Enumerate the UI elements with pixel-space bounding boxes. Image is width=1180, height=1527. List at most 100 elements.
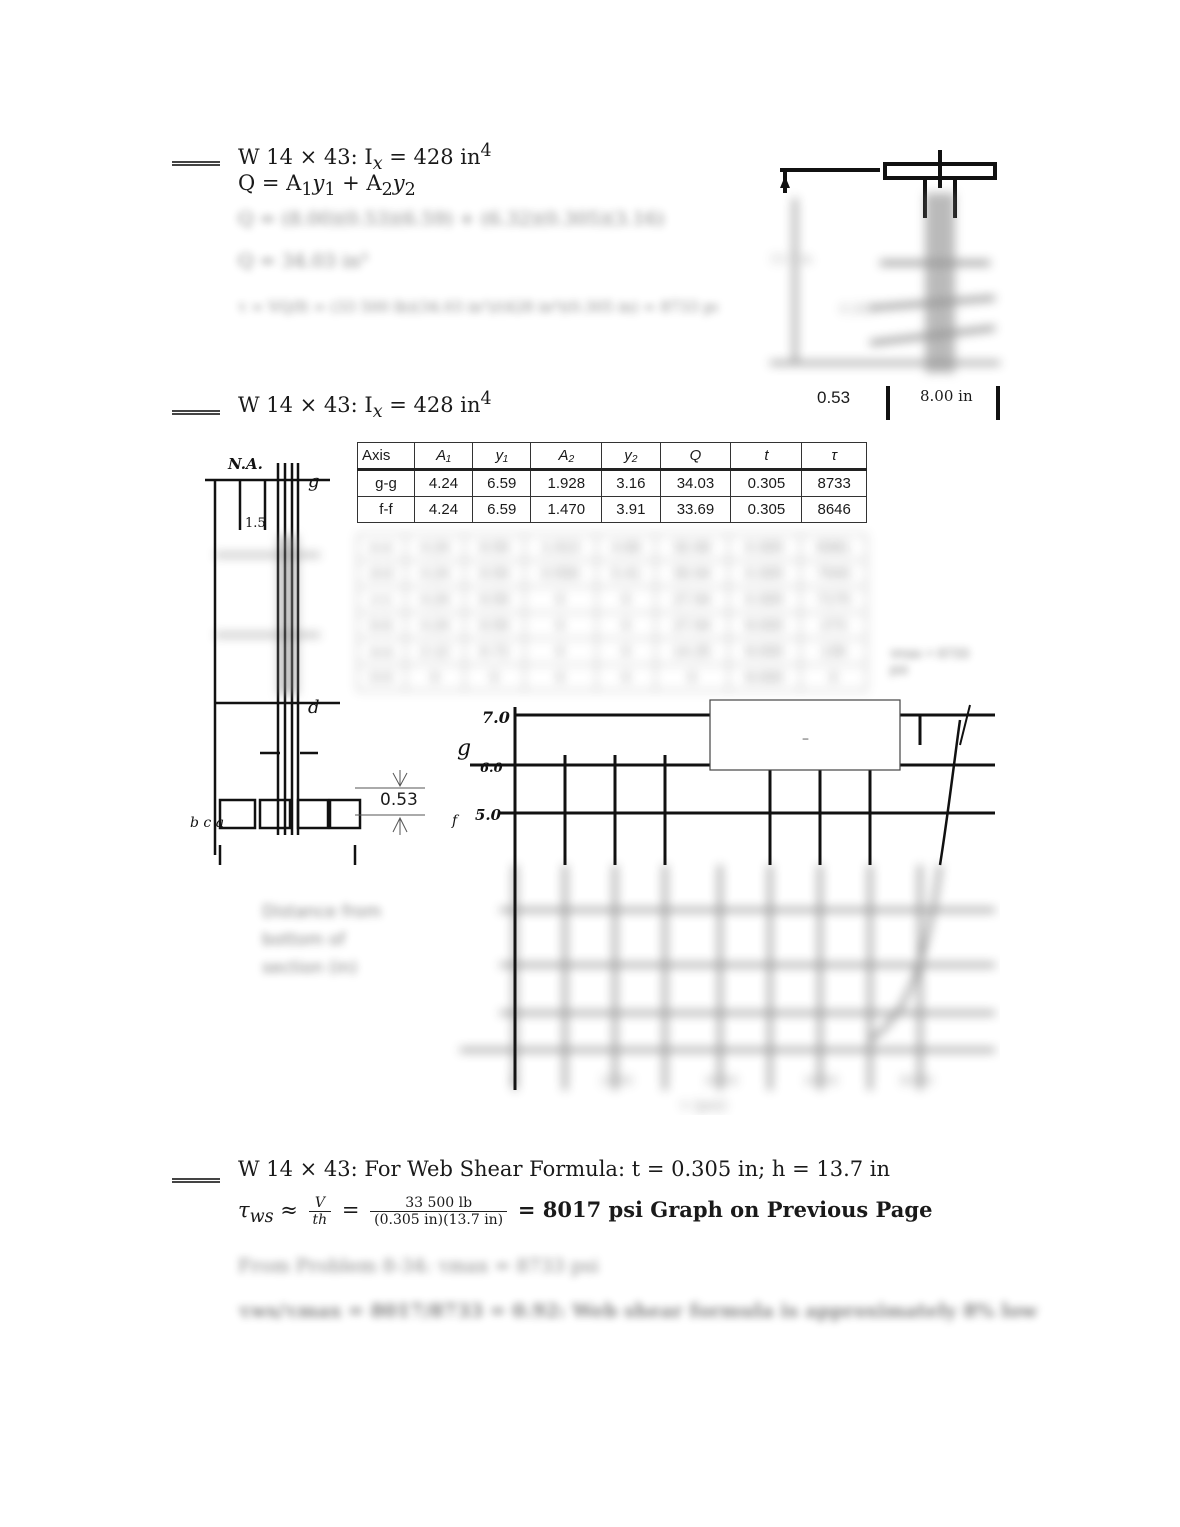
table-header: τ — [801, 442, 867, 471]
table-cell: 2.12 — [404, 638, 466, 665]
table-cell: 0.305 — [730, 496, 803, 523]
table-cell: a-a — [357, 638, 406, 665]
neutral-axis-label: N.A. — [227, 455, 263, 473]
dimension-053 — [355, 770, 425, 835]
table-cell: 4.24 — [413, 496, 474, 523]
table-cell: c-c — [357, 586, 406, 613]
table-cell: 0 — [595, 612, 657, 639]
table-row: f-f 4.24 6.59 1.470 3.91 33.69 0.305 864… — [357, 496, 867, 523]
fig-web-label: 0.305 — [840, 302, 874, 316]
flange-width-label: 8.00 in — [920, 387, 973, 405]
table-cell: 32.66 — [655, 534, 729, 561]
numeric-fraction: 33 500 lb(0.305 in)(13.7 in) — [370, 1195, 508, 1228]
table-cell: 0 — [523, 586, 597, 613]
w-shape-figure: 13.7 in 0.305 — [770, 150, 1000, 420]
table-header: A₁ — [413, 442, 474, 471]
table-cell: 0 — [523, 664, 597, 691]
overlay-box-text: – — [802, 731, 809, 747]
web-shear-given-line: W 14 × 43: For Web Shear Formula: t = 0.… — [238, 1157, 891, 1181]
blurred-q-calc: Q = (8.00)(0.53)(6.59) + (6.32)(0.305)(3… — [238, 208, 665, 230]
table-cell: 14.25 — [655, 638, 729, 665]
table-cell: 4.24 — [413, 469, 474, 497]
table-cell: 6.72 — [464, 638, 525, 665]
table-header: Axis — [357, 442, 415, 471]
table-cell: e-e — [357, 534, 406, 561]
table-cell: 8.000 — [727, 638, 802, 665]
table-cell: 4.24 — [404, 534, 466, 561]
table-cell: 33.69 — [659, 496, 732, 523]
table-cell: 0 — [800, 664, 867, 691]
table-header: y₁ — [472, 442, 532, 471]
blurred-tau-calc: τ = VQ/It = (33 500 lb)(34.03 in³)/(428 … — [238, 298, 718, 316]
shear-distribution-graph: 0 2000 4000 6000 8000 τ (psi) – 7.0 6.0 … — [451, 699, 995, 1114]
table-cell: 8.000 — [727, 664, 802, 691]
table-cell: 0 — [655, 664, 729, 691]
table-cell: 136 — [800, 638, 867, 665]
table-cell: 1.470 — [530, 496, 603, 523]
dim-15-label: 1.5 — [245, 516, 266, 531]
table-row: g-g 4.24 6.59 1.928 3.16 34.03 0.305 873… — [357, 469, 867, 497]
table-cell: 27.94 — [655, 586, 729, 613]
x-axis-label: τ (psi) — [680, 1096, 727, 1114]
table-cell: 273 — [800, 612, 867, 639]
q-formula-line: Q = A1y1 + A2y2 — [238, 171, 416, 201]
fig-height-label: 13.7 in — [770, 252, 812, 266]
table-cell: 34.03 — [659, 469, 732, 497]
table-cell: 0.305 — [727, 586, 802, 613]
table-cell: 0-0 — [357, 664, 406, 691]
table-cell: d-d — [357, 560, 406, 587]
table-cell: 0.305 — [730, 469, 803, 497]
blurred-comparison: τws/τmax = 8017/8733 = 0.92: Web shear f… — [238, 1300, 1038, 1322]
axis-g-label: g — [308, 471, 320, 492]
x-tick: 6000 — [805, 1074, 838, 1089]
axis-bca-label: b c a — [190, 815, 224, 831]
table-cell: 4.24 — [404, 612, 466, 639]
table-cell: 8733 — [801, 469, 867, 497]
table-header-row: Axis A₁ y₁ A₂ y₂ Q t τ — [357, 442, 867, 471]
table-cell: b-b — [357, 612, 406, 639]
answer-rule-2 — [172, 410, 220, 415]
y-tick: 5.0 — [475, 806, 502, 824]
y-axis-f: f — [451, 813, 460, 829]
table-cell: 4.66 — [595, 534, 657, 561]
x-tick: 2000 — [600, 1074, 633, 1089]
table-cell: 0 — [523, 612, 597, 639]
graph-y-label: Distance from bottom of section (in) — [262, 902, 382, 978]
table-cell: 6.59 — [464, 612, 525, 639]
blurred-q-result: Q = 34.03 in³ — [238, 250, 368, 272]
table-cell: 6.59 — [464, 586, 525, 613]
table-cell: 6.59 — [472, 496, 532, 523]
axis-d-label: d — [308, 697, 320, 718]
moment-of-inertia-line-2: W 14 × 43: Ix = 428 in4 — [238, 389, 492, 423]
table-cell: 0 — [595, 586, 657, 613]
table-cell: 0 — [464, 664, 525, 691]
table-header: A₂ — [530, 442, 603, 471]
table-cell: 0.305 — [727, 560, 802, 587]
graph-overlay-box — [709, 699, 901, 771]
table-cell: 6.59 — [464, 560, 525, 587]
shear-table: Axis A₁ y₁ A₂ y₂ Q t τ g-g 4.24 6.59 1.9… — [357, 442, 867, 523]
table-cell: 3.16 — [601, 469, 661, 497]
table-cell: 5.41 — [595, 560, 657, 587]
table-cell: 0 — [595, 638, 657, 665]
table-cell: 8.000 — [727, 612, 802, 639]
answer-rule-1 — [172, 161, 220, 166]
table-header: Q — [659, 442, 732, 471]
table-cell: 1.013 — [523, 534, 597, 561]
moment-of-inertia-line-1: W 14 × 43: Ix = 428 in4 — [238, 141, 492, 175]
table-header: t — [730, 442, 803, 471]
table-cell: g-g — [357, 469, 415, 497]
table-header: y₂ — [601, 442, 661, 471]
table-cell: 0.305 — [727, 534, 802, 561]
table-cell: 0.556 — [523, 560, 597, 587]
tau-max-note: τmax = 8733 psi — [890, 645, 970, 677]
x-tick: 0 — [510, 1074, 518, 1089]
